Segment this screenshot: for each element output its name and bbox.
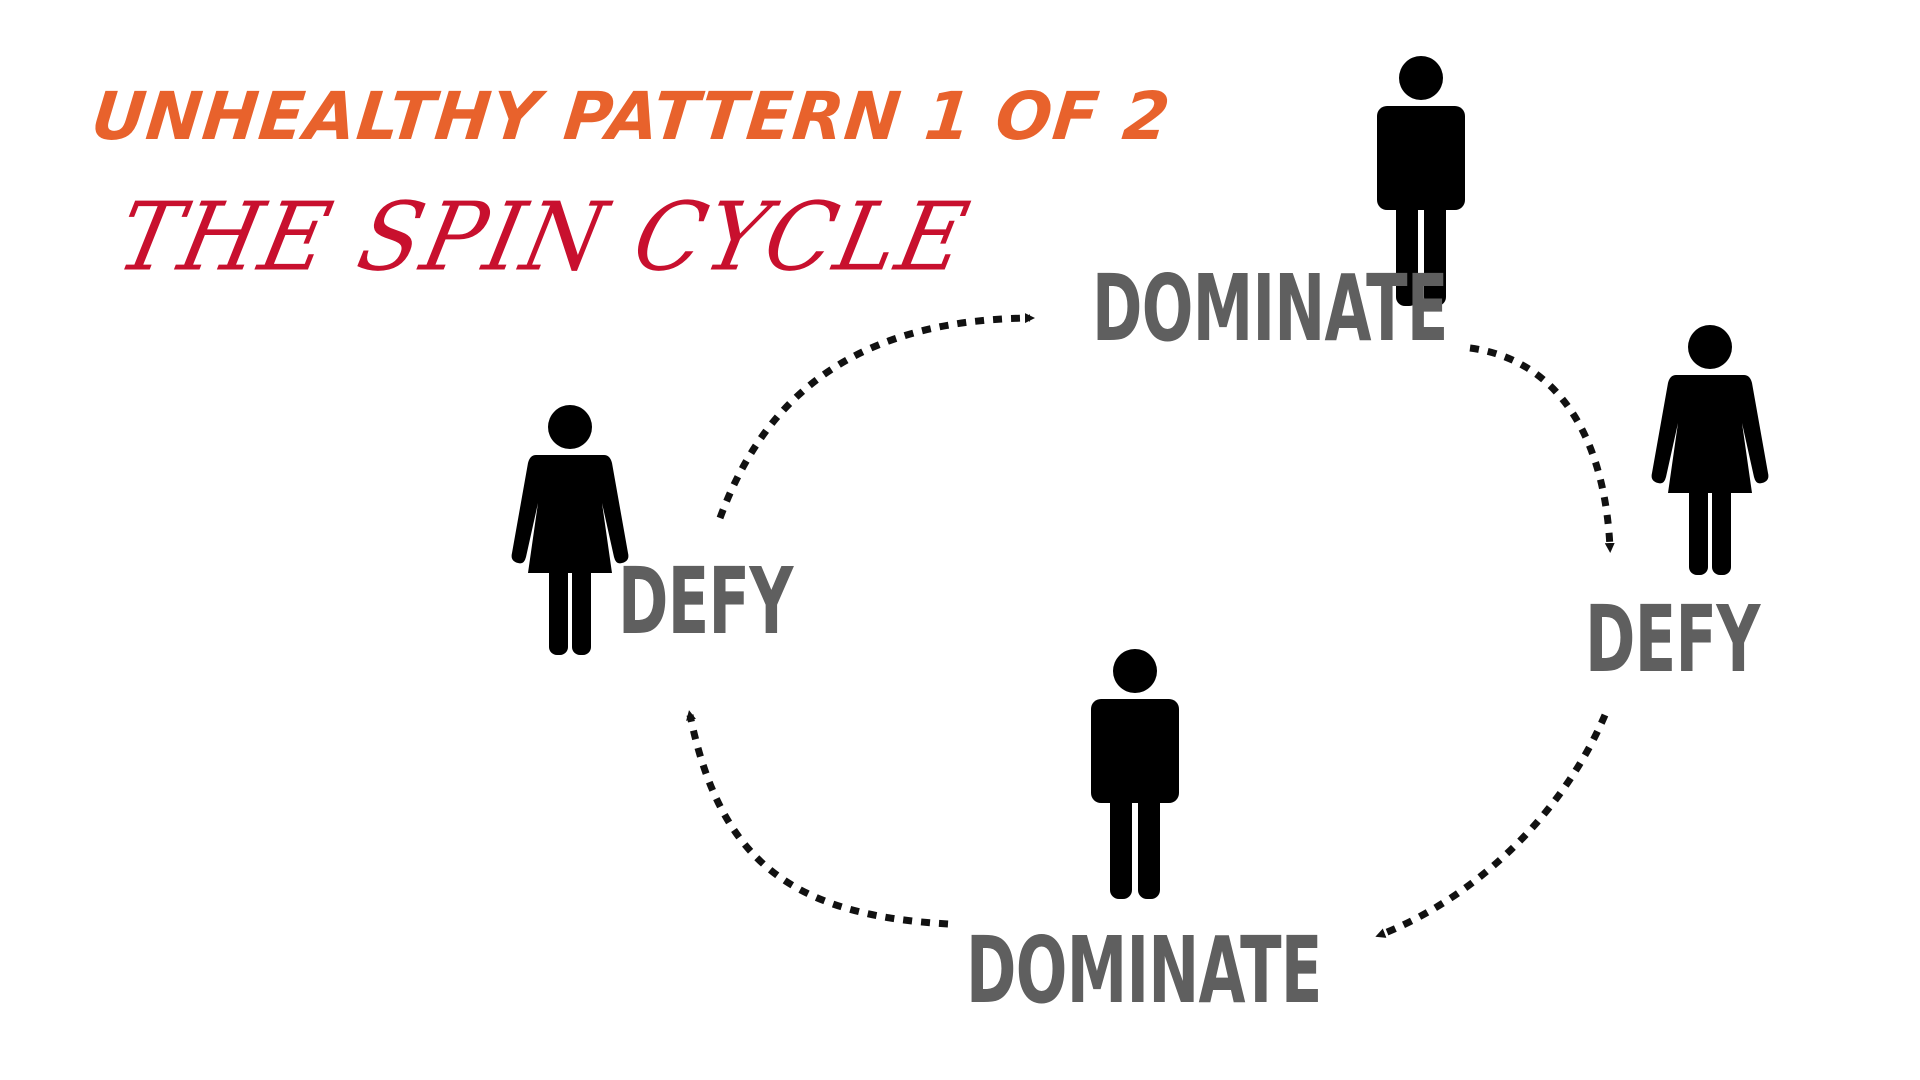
arrow-dominate-to-defy-right: [1469, 344, 1615, 553]
man-icon-bottom: [1091, 649, 1179, 899]
woman-icon-right: [1651, 325, 1769, 575]
node-label-defy-left: DEFY: [618, 548, 793, 655]
arrow-defy-to-dominate-bottom: [1375, 713, 1609, 939]
woman-icon-left: [511, 405, 629, 655]
arrow-dominate-to-defy-left: [686, 710, 949, 928]
node-label-dominate-top: DOMINATE: [1092, 255, 1448, 362]
arrow-defy-to-dominate-top: [716, 313, 1035, 520]
node-label-dominate-bottom: DOMINATE: [966, 917, 1322, 1024]
node-label-defy-right: DEFY: [1585, 586, 1760, 693]
